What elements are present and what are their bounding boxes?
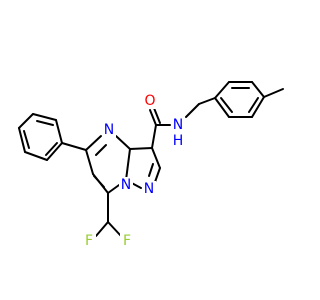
bond — [107, 221, 122, 237]
amide-nitrogen-label: N — [173, 117, 183, 133]
atom-labels: O N H N N N F F — [82, 93, 185, 249]
oxygen-label: O — [144, 93, 155, 109]
bond — [129, 147, 153, 150]
bond — [55, 119, 63, 144]
fluorine-left-label: F — [85, 233, 93, 249]
bond — [185, 103, 200, 118]
bond — [198, 97, 216, 105]
bond-double-inner — [45, 142, 58, 156]
bond-double-inner — [23, 130, 30, 149]
bridgehead-nitrogen-atom: N — [119, 177, 133, 193]
pyrimidine-nitrogen-label: N — [104, 122, 114, 138]
bond — [95, 221, 109, 237]
bond — [61, 142, 87, 151]
bond — [85, 149, 94, 175]
bond — [151, 124, 157, 149]
bond — [24, 151, 48, 161]
amide-nitrogen-atom: N H — [171, 117, 185, 149]
bridgehead-nitrogen-label: N — [121, 177, 131, 193]
amide-hydrogen-label: H — [173, 133, 184, 149]
pyrazole-nitrogen-atom: N — [142, 181, 156, 197]
bond — [251, 81, 265, 98]
fluorine-right-atom: F — [120, 233, 134, 249]
bond — [46, 142, 63, 161]
pyrimidine-nitrogen-atom: N — [102, 122, 116, 138]
bond — [251, 96, 265, 118]
molecule-structure: O N H N N N F F — [18, 81, 284, 249]
bond — [151, 147, 161, 169]
bond — [95, 144, 107, 156]
bond-double-inner — [220, 97, 233, 113]
bond — [125, 148, 131, 181]
bond — [149, 109, 157, 126]
bond — [148, 163, 154, 177]
bond — [115, 135, 131, 150]
bond — [214, 97, 230, 118]
structure-canvas: O N H N N N F F — [18, 81, 284, 249]
bond — [154, 167, 161, 183]
oxygen-atom: O — [143, 93, 157, 109]
bond — [85, 135, 102, 151]
bond-double-inner — [93, 175, 105, 188]
bond — [153, 107, 161, 124]
pyrazole-nitrogen-label: N — [144, 181, 154, 197]
bond — [18, 113, 34, 129]
bond-double-inner — [36, 120, 54, 126]
bond — [32, 113, 57, 121]
bond — [214, 81, 230, 99]
fluorine-left-atom: F — [82, 233, 96, 249]
bond — [263, 88, 284, 98]
bond-double-inner — [248, 97, 259, 113]
bond — [18, 127, 26, 153]
fluorine-right-label: F — [123, 233, 131, 249]
